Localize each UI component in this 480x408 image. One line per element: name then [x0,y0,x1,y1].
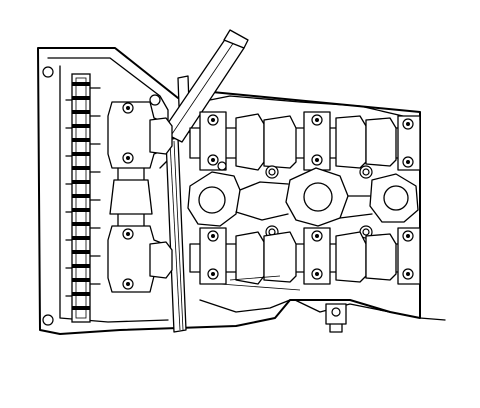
camshaft-bearing-cap [303,227,331,285]
holding-tool [161,29,249,143]
camshaft-bearing-cap [107,101,173,233]
camshaft-bearing-cap [107,225,173,293]
camshaft-bearing-cap [199,227,227,285]
gasket-strip [65,73,101,323]
cap-bolt [325,303,347,333]
section-break [379,111,446,321]
spark-plug-bore [187,161,419,239]
camshaft-bearing-cap [397,115,421,171]
camshaft-bearing-cap [199,111,227,171]
camshaft-bearing-cap [303,111,331,171]
camshaft-bearing-cap [397,227,421,285]
gasket-teeth [72,82,90,310]
